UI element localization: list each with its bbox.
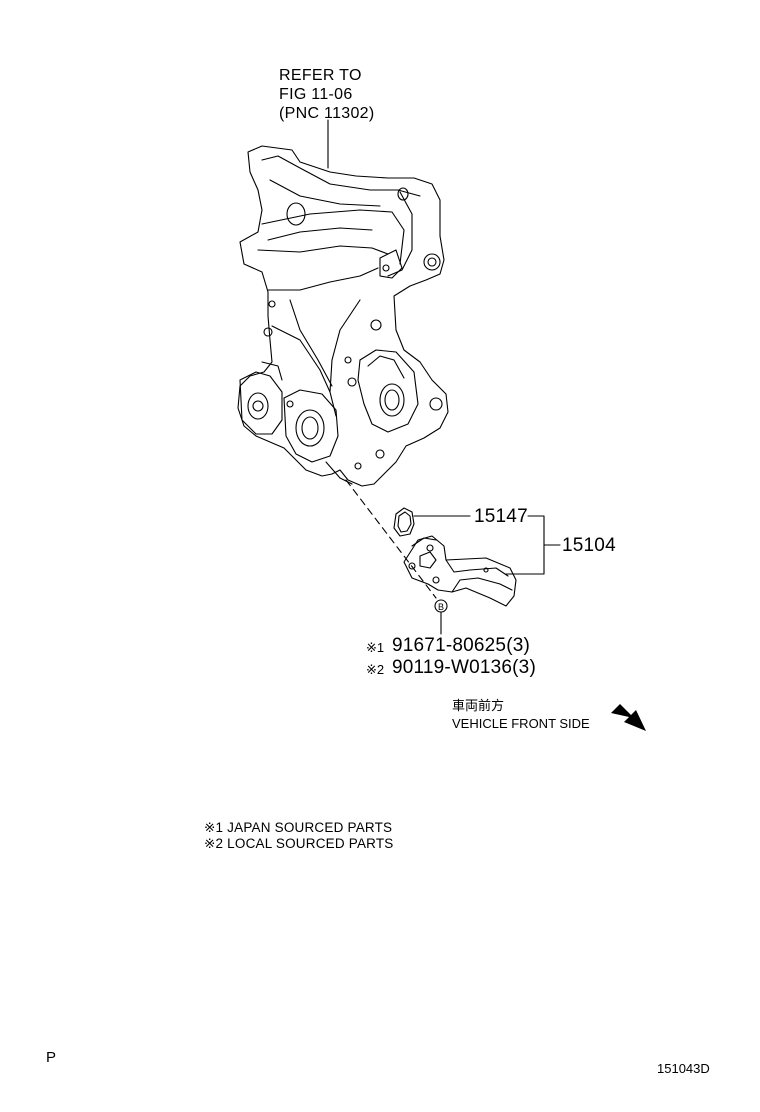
- illustration-code: 151043D: [657, 1061, 710, 1076]
- refer-line-3: (PNC 11302): [279, 105, 375, 122]
- bolt2-part-number: 90119-W0136(3): [392, 657, 536, 678]
- footer-left-label: P: [46, 1049, 57, 1066]
- bolt-marker-label: B: [438, 602, 444, 612]
- refer-line-1: REFER TO: [279, 67, 362, 84]
- oil-strainer-15104-drawing: [403, 535, 517, 607]
- bolt1-mark: ※1: [366, 640, 385, 655]
- bolt-marker-circle: [434, 599, 448, 613]
- part-number-strainer: 15104: [562, 535, 616, 556]
- bolt2-mark: ※2: [366, 662, 385, 677]
- bolt1-part-number: 91671-80625(3): [392, 635, 531, 656]
- timing-chain-cover-drawing: [237, 145, 449, 487]
- alignment-dashed-line: [345, 479, 437, 599]
- refer-line-2: FIG 11-06: [279, 86, 353, 103]
- arrow-down-right-icon: [611, 704, 646, 731]
- gasket-15147-drawing: [393, 507, 415, 537]
- legend-note-2: ※2 LOCAL SOURCED PARTS: [204, 836, 394, 851]
- legend-note-1: ※1 JAPAN SOURCED PARTS: [204, 820, 393, 835]
- part-number-gasket: 15147: [474, 506, 528, 527]
- direction-english-label: VEHICLE FRONT SIDE: [452, 716, 590, 731]
- direction-japanese-label: 車両前方: [452, 698, 505, 713]
